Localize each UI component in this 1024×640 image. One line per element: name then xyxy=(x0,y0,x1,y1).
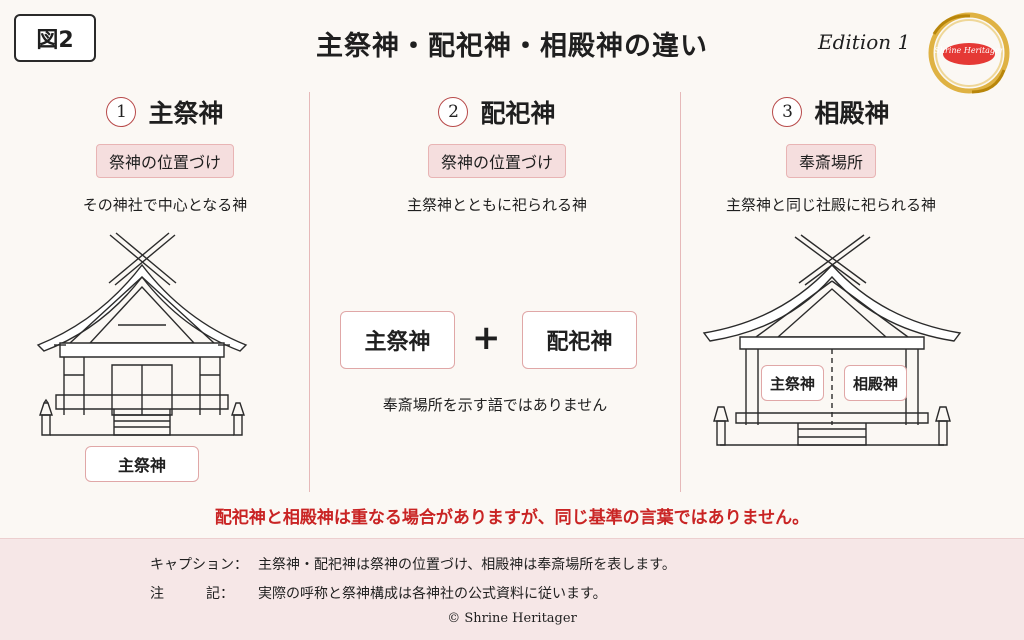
seal-text: Shrine Heritager xyxy=(934,46,1004,55)
column-description: 主祭神と同じ社殿に祀られる神 xyxy=(725,196,936,214)
column-title: 主祭神 xyxy=(148,99,224,128)
shrine-illustration xyxy=(700,225,965,450)
column-title: 相殿神 xyxy=(814,99,890,128)
column-description: 主祭神とともに祀られる神 xyxy=(406,196,587,214)
copyright: © Shrine Heritager xyxy=(447,611,577,626)
associated-deity-box: 配祀神 xyxy=(522,311,637,369)
column-co-enshrined-deity: 3 相殿神 奉斎場所 主祭神と同じ社殿に祀られる神 xyxy=(666,92,996,215)
seal-logo xyxy=(928,12,1010,94)
column-associated-deity: 2 配祀神 祭神の位置づけ 主祭神とともに祀られる神 xyxy=(332,92,662,215)
main-deity-caption: 主祭神 xyxy=(85,446,199,482)
main-deity-box: 主祭神 xyxy=(761,365,824,401)
plus-sign: + xyxy=(472,318,501,358)
note-value: 実際の呼称と祭神構成は各神社の公式資料に従います。 xyxy=(258,586,607,602)
edition-label: Edition 1 xyxy=(818,30,911,54)
category-tag: 祭神の位置づけ xyxy=(427,144,566,178)
column-title: 配祀神 xyxy=(480,99,556,128)
column-main-deity: 1 主祭神 祭神の位置づけ その神社で中心となる神 xyxy=(0,92,330,215)
main-deity-box: 主祭神 xyxy=(340,311,455,369)
column-description: その神社で中心となる神 xyxy=(82,196,248,214)
figure-label: 図2 xyxy=(14,14,96,62)
co-enshrined-deity-box: 相殿神 xyxy=(844,365,907,401)
footer: キャプション： 主祭神・配祀神は祭神の位置づけ、相殿神は奉斎場所を表します。 注… xyxy=(0,538,1024,640)
caption-row: キャプション： 主祭神・配祀神は祭神の位置づけ、相殿神は奉斎場所を表します。 xyxy=(150,554,676,574)
category-tag: 祭神の位置づけ xyxy=(95,144,234,178)
warning-message: 配祀神と相殿神は重なる場合がありますが、同じ基準の言葉ではありません。 xyxy=(214,508,810,528)
page-title: 主祭神・配祀神・相殿神の違い xyxy=(316,31,708,62)
note-row: 注 記： 実際の呼称と祭神構成は各神社の公式資料に従います。 xyxy=(150,583,607,603)
shrine-illustration xyxy=(30,225,255,450)
caption-key: キャプション： xyxy=(150,557,248,573)
category-tag: 奉斎場所 xyxy=(785,144,876,178)
number-badge: 2 xyxy=(438,97,469,127)
column-divider xyxy=(680,92,681,492)
note-key: 注 記： xyxy=(150,586,234,602)
associated-deity-note: 奉斎場所を示す語ではありません xyxy=(382,396,608,414)
number-badge: 1 xyxy=(106,97,137,127)
column-divider xyxy=(309,92,310,492)
caption-value: 主祭神・配祀神は祭神の位置づけ、相殿神は奉斎場所を表します。 xyxy=(258,557,676,573)
number-badge: 3 xyxy=(772,97,803,127)
